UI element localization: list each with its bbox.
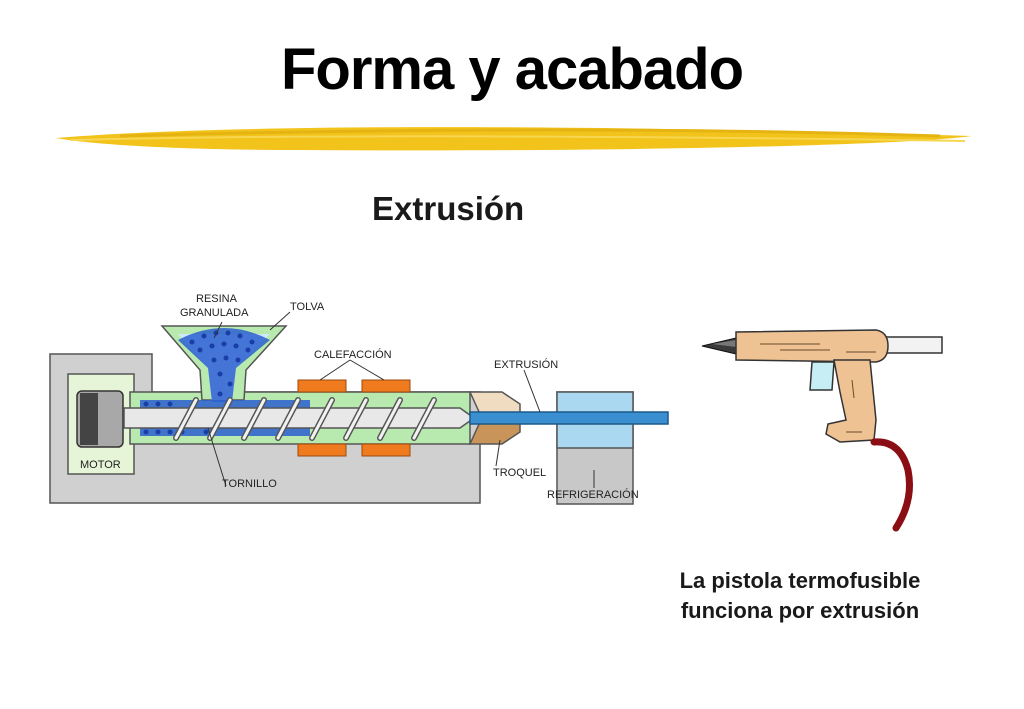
label-refrigeracion: REFRIGERACIÓN bbox=[547, 488, 639, 501]
heater-bottom-2 bbox=[361, 443, 411, 457]
glue-stick bbox=[883, 336, 943, 354]
label-extrusion: EXTRUSIÓN bbox=[494, 358, 558, 371]
label-tolva: TOLVA bbox=[290, 301, 325, 313]
heater-top-1 bbox=[297, 379, 347, 393]
glue-gun-caption: La pistola termofusible funciona por ext… bbox=[640, 566, 960, 626]
label-calefaccion: CALEFACCIÓN bbox=[314, 348, 392, 361]
brush-stroke-divider bbox=[56, 127, 972, 151]
label-motor: MOTOR bbox=[80, 459, 121, 471]
caption-line-2: funciona por extrusión bbox=[680, 598, 920, 623]
gun-handle bbox=[825, 359, 877, 443]
section-subtitle: Extrusión bbox=[372, 190, 525, 227]
heater-top-2 bbox=[361, 379, 411, 393]
trigger bbox=[809, 361, 835, 391]
caption-line-1: La pistola termofusible bbox=[679, 568, 921, 593]
slide-title: Forma y acabado bbox=[280, 37, 744, 102]
gun-barrel bbox=[735, 329, 889, 363]
die-bottom bbox=[468, 421, 521, 445]
die-top bbox=[468, 391, 521, 415]
heater-bottom-1 bbox=[297, 443, 347, 457]
label-tornillo: TORNILLO bbox=[222, 478, 277, 490]
power-cord bbox=[870, 438, 913, 532]
label-resina-2: GRANULADA bbox=[180, 307, 249, 319]
label-troquel: TROQUEL bbox=[493, 467, 546, 479]
label-resina-1: RESINA bbox=[196, 293, 238, 305]
resin-in-hopper bbox=[178, 328, 270, 402]
extrudate bbox=[469, 411, 669, 425]
